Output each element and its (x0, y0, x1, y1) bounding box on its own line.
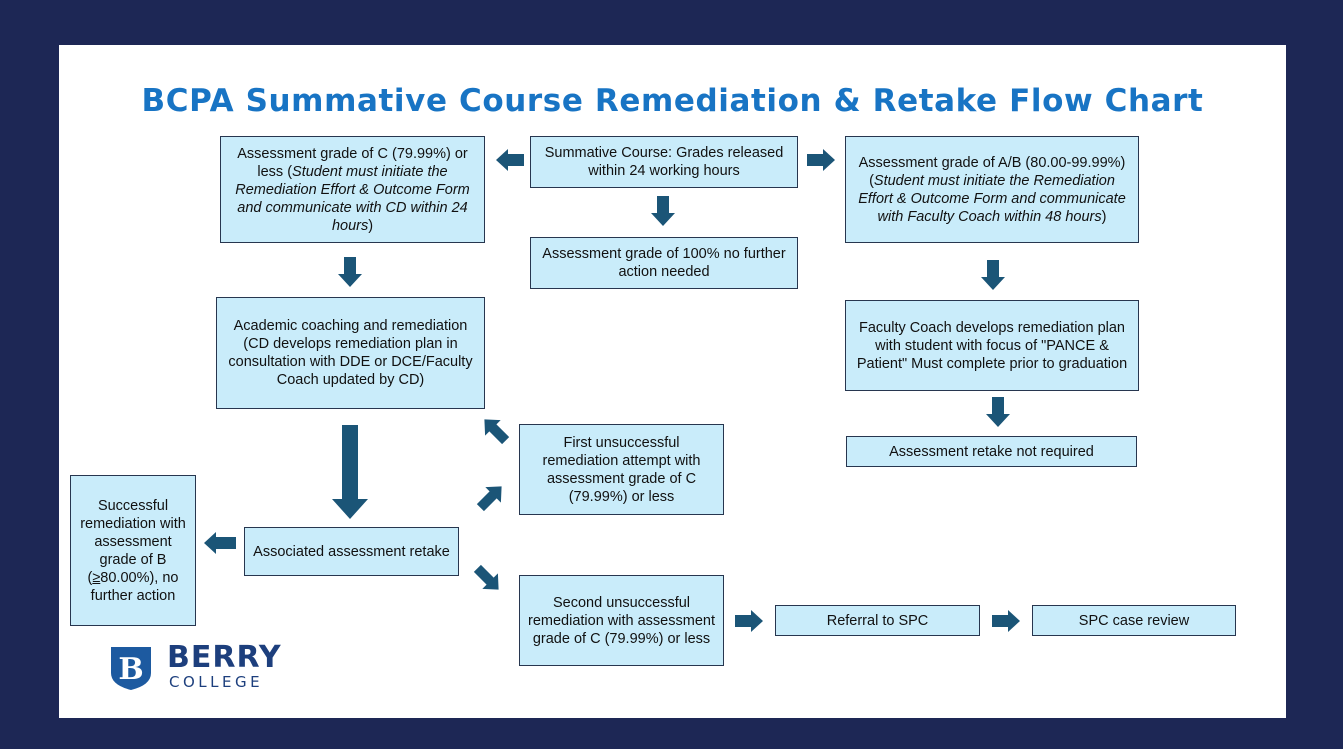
box-grade-a-b: Assessment grade of A/B (80.00-99.99%) (… (845, 136, 1139, 243)
arrow-down-to-academic-coaching (338, 257, 362, 287)
arrow-right-to-referral (735, 610, 763, 632)
arrow-diagonal-to-second-unsuccessful (473, 564, 503, 594)
arrow-down-to-faculty-plan (981, 260, 1005, 290)
first-unsuccessful-text: First unsuccessful remediation attempt w… (542, 434, 701, 505)
successful-text-end: 80.00%), no further action (90, 569, 179, 604)
start-text: Summative Course: Grades released within… (544, 145, 784, 179)
arrow-left-to-grade-c (496, 149, 524, 171)
grade-ab-close: ) (1101, 208, 1107, 225)
box-successful-remediation: Successful remediation with assessment g… (70, 475, 196, 626)
box-academic-coaching: Academic coaching and remediation (CD de… (216, 297, 485, 409)
box-grade-c-or-less: Assessment grade of C (79.99%) or less (… (220, 136, 485, 243)
box-second-unsuccessful: Second unsuccessful remediation with ass… (519, 575, 724, 666)
successful-text: Successful remediation with assessment g… (80, 497, 186, 586)
logo-word-college: COLLEGE (169, 673, 264, 691)
greater-equal-symbol: ≥ (92, 569, 101, 586)
referral-spc-text: Referral to SPC (826, 612, 929, 629)
box-faculty-coach-plan: Faculty Coach develops remediation plan … (845, 300, 1139, 391)
berry-college-logo: B BERRY COLLEGE (107, 640, 307, 693)
shield-icon: B (111, 647, 151, 690)
box-retake-not-required: Assessment retake not required (846, 436, 1137, 467)
arrow-right-to-grade-ab (807, 149, 835, 171)
arrow-diagonal-to-academic-coaching (480, 415, 510, 445)
box-associated-retake: Associated assessment retake (244, 527, 459, 576)
slide: BCPA Summative Course Remediation & Reta… (59, 45, 1286, 718)
arrow-down-to-retake-not-required (986, 397, 1010, 427)
academic-coaching-text: Academic coaching and remediation (CD de… (228, 318, 473, 388)
arrow-left-to-successful (204, 532, 236, 554)
box-first-unsuccessful: First unsuccessful remediation attempt w… (519, 424, 724, 515)
faculty-coach-plan-text: Faculty Coach develops remediation plan … (856, 319, 1128, 372)
grade-ab-text: Assessment grade of A/B (80.00-99.99%) ( (858, 154, 1126, 189)
grade-c-instruction: Student must initiate the Remediation Ef… (235, 163, 470, 234)
arrow-down-to-associated-retake (332, 425, 368, 519)
retake-not-required-text: Assessment retake not required (889, 443, 1094, 460)
page-title: BCPA Summative Course Remediation & Reta… (141, 83, 1204, 119)
grade-c-text: Assessment grade of C (79.99%) or less ( (237, 145, 468, 180)
arrow-right-to-spc-review (992, 610, 1020, 632)
logo-letter: B (118, 652, 143, 687)
associated-retake-text: Associated assessment retake (253, 543, 450, 560)
arrow-down-to-grade-100 (651, 196, 675, 226)
spc-case-review-text: SPC case review (1078, 612, 1190, 629)
logo-word-berry: BERRY (167, 640, 282, 675)
arrow-diagonal-to-first-unsuccessful (476, 482, 506, 512)
box-start-grades-released: Summative Course: Grades released within… (530, 136, 798, 188)
second-unsuccessful-text: Second unsuccessful remediation with ass… (528, 594, 715, 647)
grade-100-text: Assessment grade of 100% no further acti… (542, 246, 786, 280)
grade-c-close: ) (368, 217, 374, 234)
grade-ab-instruction: Student must initiate the Remediation Ef… (858, 172, 1126, 225)
box-spc-case-review: SPC case review (1032, 605, 1236, 636)
box-referral-spc: Referral to SPC (775, 605, 980, 636)
box-grade-100: Assessment grade of 100% no further acti… (530, 237, 798, 289)
